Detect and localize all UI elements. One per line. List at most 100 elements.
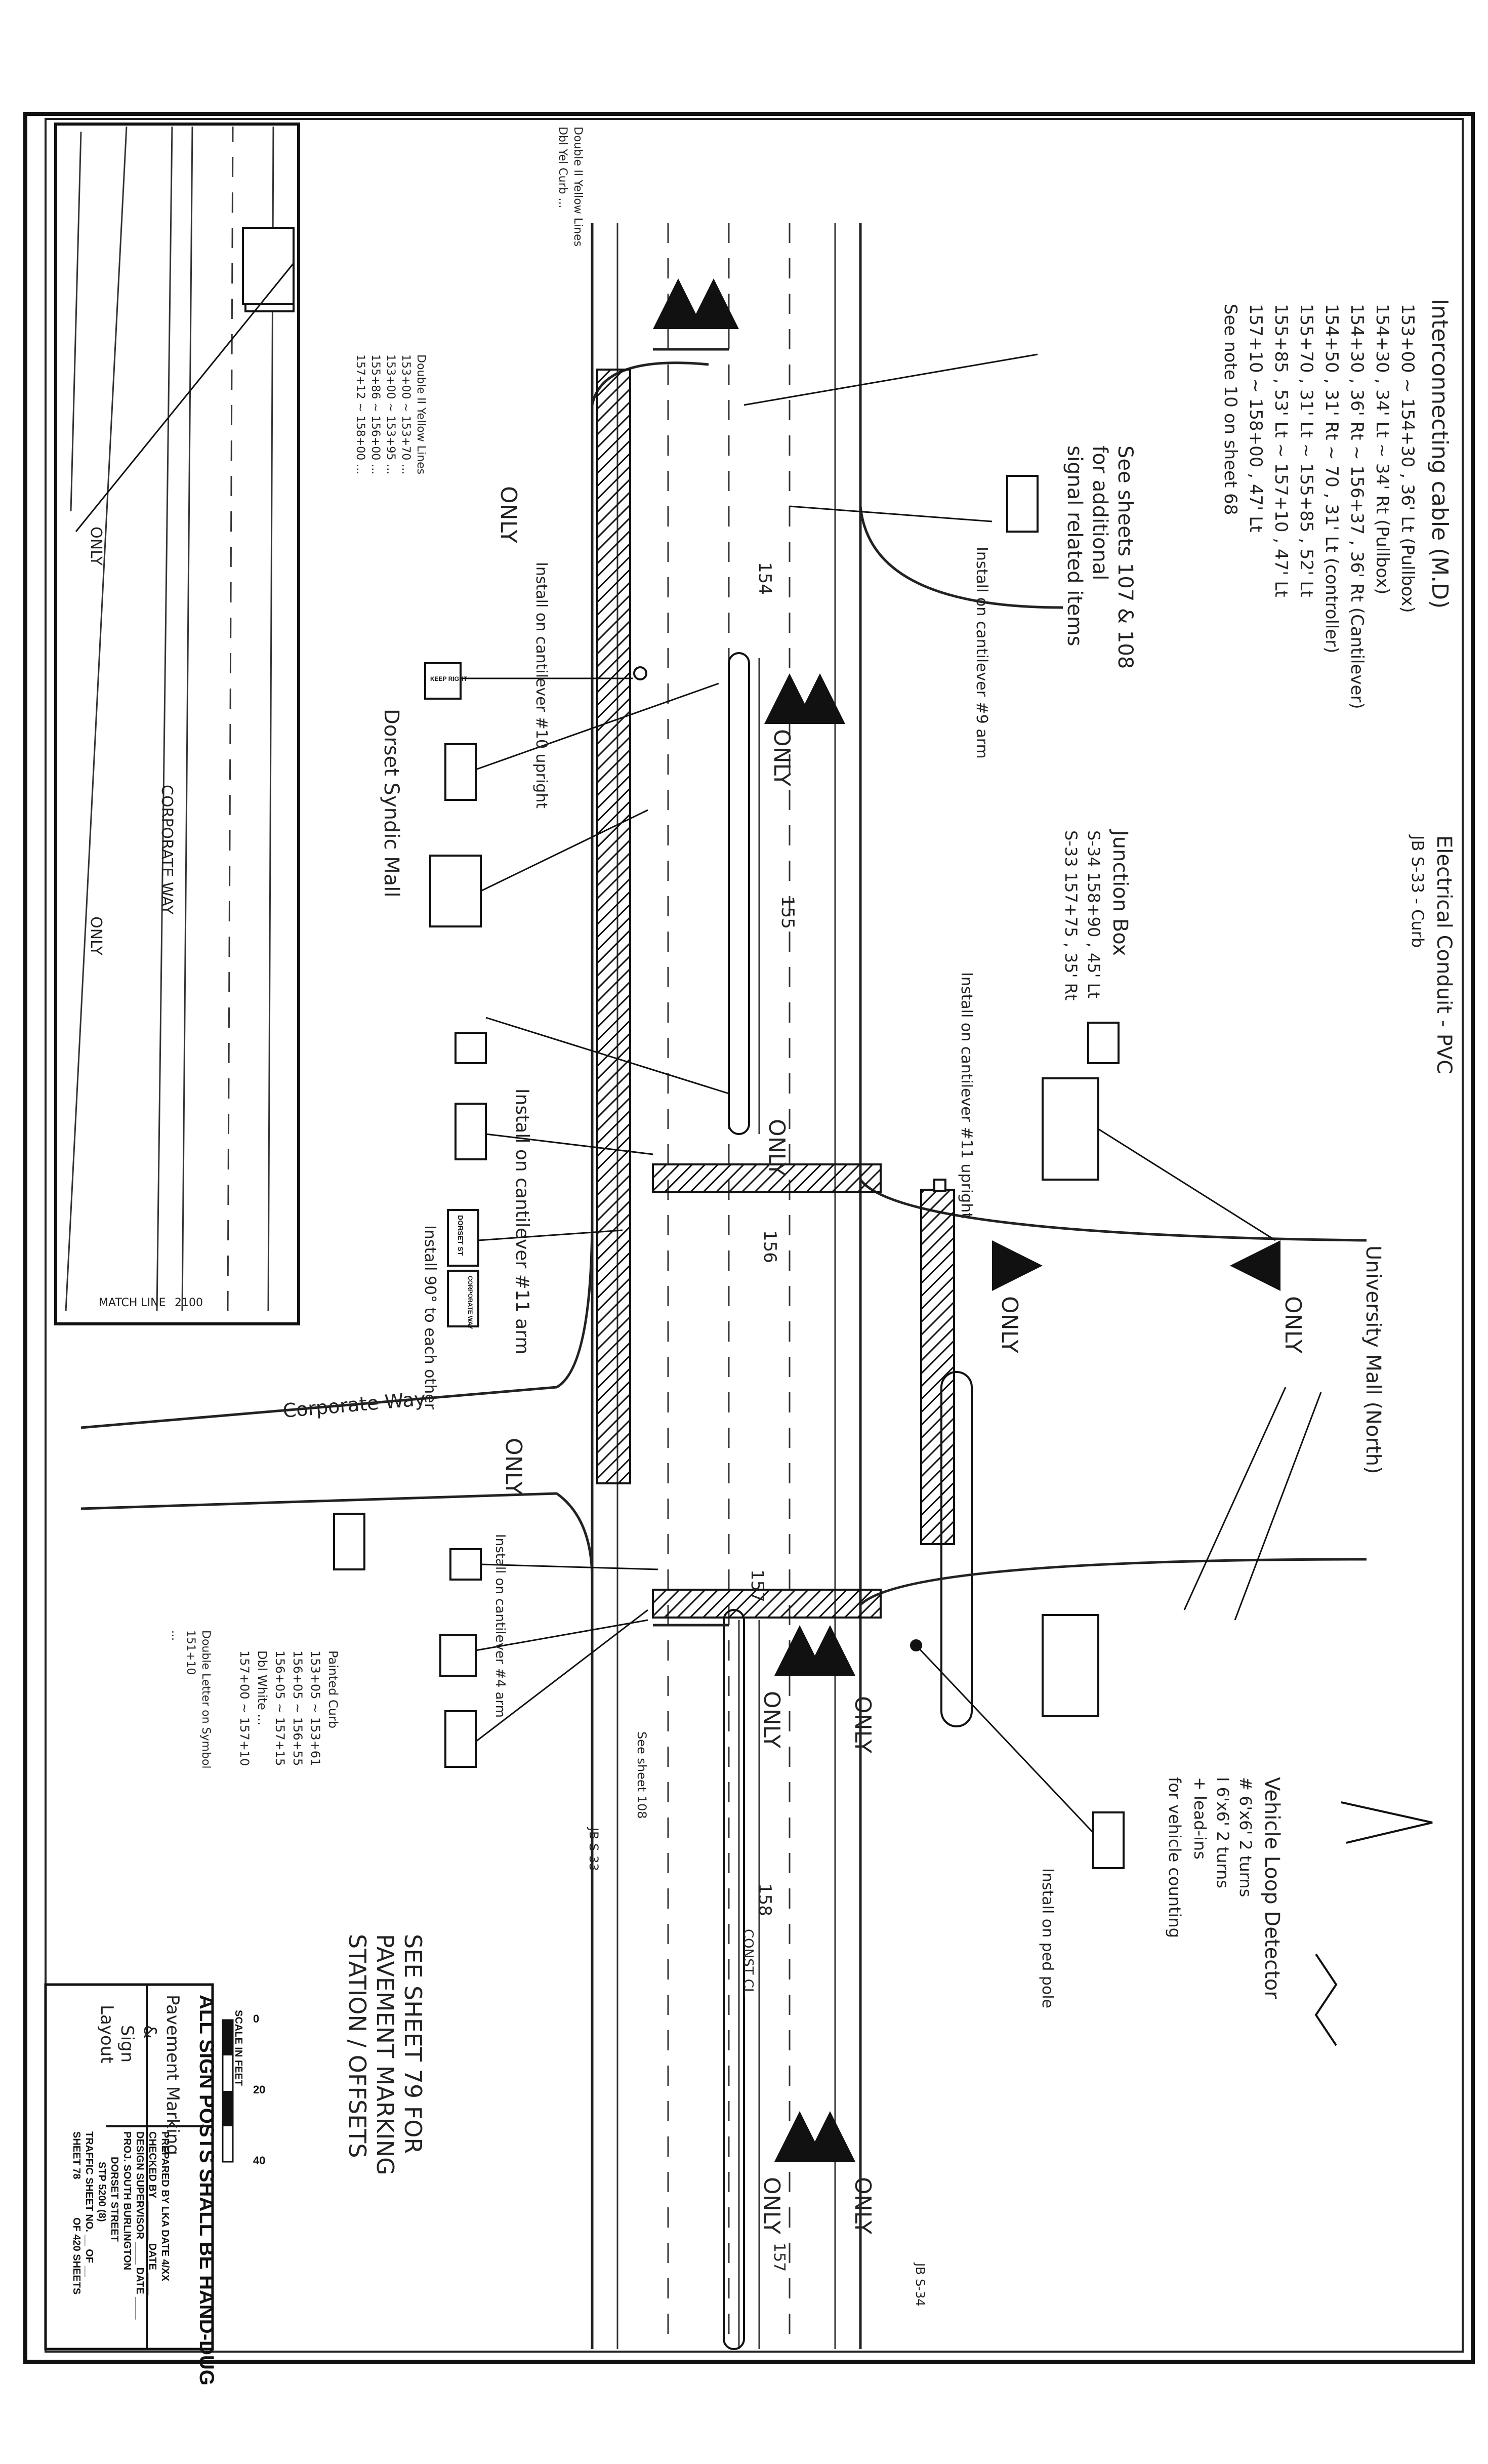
sign-left-must-1 <box>444 743 477 801</box>
sign-corporate-text: CORPORATE WAY <box>467 1276 474 1329</box>
sign-no-left-turn-2 <box>449 1548 482 1581</box>
leader-lines <box>75 263 1322 1834</box>
hand-dug-note: ALL SIGN POSTS SHALL BE HAND-DUG <box>195 1995 218 2386</box>
junction-note: Junction Box S-34 158+90 , 45' Lt S-33 1… <box>1061 829 1132 1000</box>
title-block: ALL SIGN POSTS SHALL BE HAND-DUG SCALE I… <box>44 1983 265 2386</box>
install-notes: Install on cantilever #9 arm Install on … <box>421 547 1056 2008</box>
svg-text:155+86 ~ 156+00 ...: 155+86 ~ 156+00 ... <box>369 354 382 474</box>
svg-text:See sheets 107 & 108: See sheets 107 & 108 <box>1113 446 1137 669</box>
only-marking-6: ONLY <box>1280 1296 1306 1353</box>
inset-only-2: ONLY <box>87 916 105 956</box>
svg-text:157+00 ~ 157+10: 157+00 ~ 157+10 <box>237 1650 252 1766</box>
svg-text:STP 5200 (8): STP 5200 (8) <box>96 2162 107 2222</box>
svg-text:Install on cantilever #11 upri: Install on cantilever #11 upright <box>958 972 975 1219</box>
double-yellow-notes: Double II Yellow Lines Dbl Yel Curb ... … <box>354 127 584 474</box>
conduit-note: Electrical Conduit - PVC JB S-33 - Curb <box>1408 834 1456 1074</box>
svg-text:Double II Yellow Lines: Double II Yellow Lines <box>415 354 427 474</box>
svg-text:157+12 ~ 158+00 ...: 157+12 ~ 158+00 ... <box>354 354 366 474</box>
svg-text:&: & <box>140 2025 160 2039</box>
svg-text:S-34 158+90 , 45' Lt: S-34 158+90 , 45' Lt <box>1084 830 1103 998</box>
see-sheets-note: See sheets 107 & 108 for additional sign… <box>1063 446 1137 669</box>
sign-right-must-1 <box>333 1513 365 1570</box>
painted-curb-notes: Painted Curb 153+05 ~ 153+61 156+05 ~ 15… <box>237 1650 340 1766</box>
controller-pole <box>633 666 647 680</box>
only-marking-4: ONLY <box>501 1438 526 1495</box>
svg-text:Pavement Marking: Pavement Marking <box>162 1995 183 2155</box>
svg-text:KEEP RIGHT: KEEP RIGHT <box>430 675 468 682</box>
svg-text:Vehicle Loop Detector: Vehicle Loop Detector <box>1260 1777 1284 1999</box>
svg-text:153+00 ~ 153+95 ...: 153+00 ~ 153+95 ... <box>384 354 397 474</box>
double-letter-notes: Double Letter on Symbol 151+10 ... <box>169 1630 212 1769</box>
street-university-mall: University Mall (North) <box>1361 1245 1385 1474</box>
svg-text:# 6'x6' 2 turns: # 6'x6' 2 turns <box>1236 1777 1255 1897</box>
sign-dorset-text: DORSET ST <box>457 1215 465 1256</box>
svg-text:PREPARED BY LKA DATE 4/X: PREPARED BY LKA DATE 4/XX <box>159 2131 171 2282</box>
sign-double-arrow-1 <box>429 855 482 927</box>
sign-arrows-2 <box>1042 1077 1099 1181</box>
interconnect-line-1: 153+00 ~ 154+30 , 36' Lt (Pullbox) <box>1397 304 1418 613</box>
crosswalk-west <box>652 1163 882 1193</box>
svg-text:JB S-33 - Curb: JB S-33 - Curb <box>1408 834 1427 948</box>
interconnect-line-3: 154+30 , 36' Rt ~ 156+37 , 36' Rt (Canti… <box>1347 304 1367 709</box>
station-154: 154 <box>755 562 775 595</box>
station-155: 155 <box>777 896 798 929</box>
svg-text:for additional: for additional <box>1088 446 1111 580</box>
see-sheet-79-note: SEE SHEET 79 FOR PAVEMENT MARKING STATIO… <box>344 1934 427 2175</box>
interconnect-line-4: 154+50 , 31' Rt ~ 70 , 31' Lt (controlle… <box>1321 304 1342 653</box>
jb-s33-label: JB S-33 <box>587 1827 601 1871</box>
svg-text:156+05 ~ 157+15: 156+05 ~ 157+15 <box>273 1650 287 1766</box>
inset-match-line: MATCH LINE <box>99 1297 166 1309</box>
svg-text:DORSET STREET: DORSET STREET <box>109 2157 120 2242</box>
sign-no-left-turn <box>454 1032 487 1064</box>
svg-text:40: 40 <box>253 2154 265 2167</box>
sign-left-must-2 <box>444 1710 477 1768</box>
only-marking-2: ONLY <box>769 729 795 786</box>
inset-corporate-way: CORPORATE WAY <box>158 785 176 915</box>
inner-border <box>45 118 1464 2353</box>
north-arrow-icon <box>1314 1801 1433 2046</box>
svg-text:SHEET 78: SHEET 78 <box>71 2131 82 2179</box>
sign-street-dorset <box>447 1209 479 1267</box>
svg-text:Layout: Layout <box>97 2005 117 2064</box>
scale-label: SCALE IN FEET <box>233 2010 244 2086</box>
only-marking-3: ONLY <box>764 1119 790 1176</box>
svg-text:signal related items: signal related items <box>1063 446 1086 646</box>
sign-arrows-3 <box>1042 1614 1099 1717</box>
sheet-border <box>23 112 1475 2364</box>
only-marking-5: ONLY <box>997 1296 1022 1353</box>
svg-text:CHECKED BY _______ DATE ____: CHECKED BY _______ DATE ____ <box>147 2131 158 2296</box>
station-157: 157 <box>747 1569 767 1602</box>
interconnect-line-6: 155+85 , 53' Lt ~ 157+10 , 47' Lt <box>1271 304 1291 597</box>
jb-s34-label: JB S-34 <box>913 2262 927 2307</box>
street-corporate-way: Corporate Way <box>282 1387 427 1422</box>
interconnect-line-8: See note 10 on sheet 68 <box>1220 304 1241 515</box>
junction-box-s33 <box>933 1179 946 1192</box>
svg-text:OF 420 SHEETS: OF 420 SHEETS <box>71 2217 82 2294</box>
svg-text:SEE SHEET 79 FOR: SEE SHEET 79 FOR <box>399 1934 427 2154</box>
svg-text:+ lead-ins: + lead-ins <box>1190 1777 1210 1860</box>
svg-text:Install 90° to each other: Install 90° to each other <box>421 1225 439 1410</box>
inset-station: 2100 <box>175 1297 203 1309</box>
const-cl-label: CONST CL <box>740 1929 756 1996</box>
svg-text:Sign: Sign <box>117 2025 137 2063</box>
only-marking-1: ONLY <box>495 486 521 543</box>
svg-text:DESIGN SUPERVISOR ____ DATE _: DESIGN SUPERVISOR ____ DATE ____ <box>134 2131 145 2320</box>
interconnect-line-7: 157+10 ~ 158+00 , 47' Lt <box>1246 304 1266 533</box>
only-marking-8: ONLY <box>850 1696 876 1753</box>
lane-arrows <box>653 278 1280 2162</box>
svg-text:156+05 ~ 156+55: 156+05 ~ 156+55 <box>291 1650 305 1766</box>
svg-text:153+00 ~ 153+70 ...: 153+00 ~ 153+70 ... <box>399 354 412 474</box>
svg-text:S-33 157+75 , 35' Rt: S-33 157+75 , 35' Rt <box>1061 830 1081 1000</box>
only-marking-10: ONLY <box>850 2177 876 2234</box>
sign-keep-right-3 <box>439 1634 477 1677</box>
svg-text:Painted Curb: Painted Curb <box>326 1650 340 1728</box>
sign-arrow-only-1 <box>242 227 295 305</box>
loop-detector-note: Vehicle Loop Detector # 6'x6' 2 turns I … <box>1165 1777 1284 1999</box>
svg-text:Dbl Yel Curb ...: Dbl Yel Curb ... <box>556 127 569 208</box>
svg-text:TRAFFIC SHEET NO. __ OF __: TRAFFIC SHEET NO. __ OF __ <box>84 2131 95 2278</box>
interconnect-line-2: 154+30 , 34' Lt ~ 34' Rt (Pullbox) <box>1372 304 1392 594</box>
svg-text:Double II Yellow Lines: Double II Yellow Lines <box>571 127 584 247</box>
svg-text:20: 20 <box>253 2083 265 2096</box>
svg-text:Electrical Conduit - PVC: Electrical Conduit - PVC <box>1432 835 1456 1074</box>
